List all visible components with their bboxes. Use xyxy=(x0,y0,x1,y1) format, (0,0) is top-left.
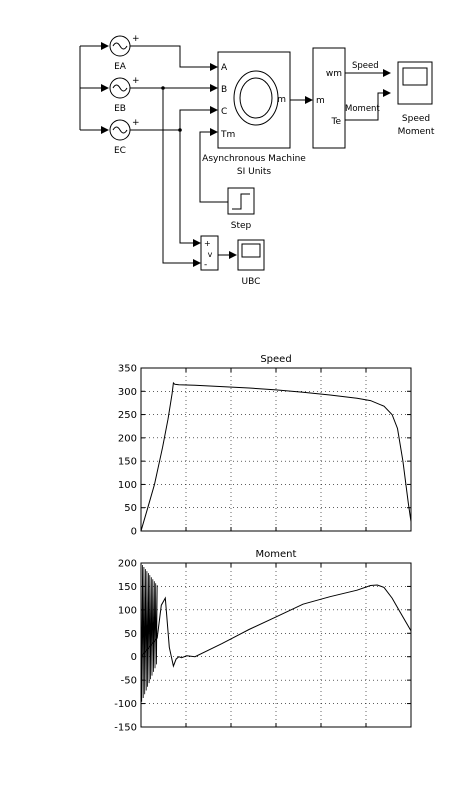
asynchronous-machine-block[interactable]: A B C Tm m xyxy=(217,51,291,149)
speed-y-tick-label: 250 xyxy=(118,410,137,421)
signal-speed-label: Speed xyxy=(352,61,379,71)
source-ec[interactable]: + EC xyxy=(80,118,140,156)
machine-measurement-demux[interactable]: m wm Te xyxy=(312,47,346,149)
demux-port-wm: wm xyxy=(326,69,342,79)
moment-axes: -150 -100 -50 0 50 100 150 200 Moment xyxy=(114,549,412,734)
scope-ubc[interactable]: UBC xyxy=(237,239,265,287)
machine-port-tm: Tm xyxy=(220,130,235,140)
scope-ubc-label: UBC xyxy=(242,277,261,287)
speed-y-tick-label: 350 xyxy=(118,364,137,375)
signal-moment-label: Moment xyxy=(345,104,380,114)
scope-speed-moment-line1: Speed xyxy=(402,114,430,124)
wire-step xyxy=(199,128,228,203)
scope-speed-moment[interactable]: Speed Moment xyxy=(397,61,435,137)
scope-speed-moment-line2: Moment xyxy=(398,127,435,137)
speed-series-line-0 xyxy=(140,381,412,532)
source-ea[interactable]: + EA xyxy=(80,34,140,72)
speed-y-tick-label: 50 xyxy=(124,503,137,514)
ac-source-icon xyxy=(112,84,128,92)
source-ea-sign: + xyxy=(132,34,140,44)
source-ec-label: EC xyxy=(114,146,126,156)
source-ea-label: EA xyxy=(114,62,127,72)
moment-y-tick-label: 0 xyxy=(131,652,137,663)
speed-y-tick-label: 100 xyxy=(118,480,137,491)
wire-c-voltmeter xyxy=(179,130,201,247)
speed-y-tick-label: 300 xyxy=(118,387,137,398)
scope-plots: 0 50 100 150 200 250 300 350 Speed -150 -100 -50 0 50… xyxy=(114,354,412,734)
voltage-measurement-block[interactable]: + v - xyxy=(200,235,219,271)
step-icon xyxy=(232,193,250,210)
machine-title-line1: Asynchronous Machine xyxy=(202,154,306,164)
speed-y-tick-label: 200 xyxy=(118,433,137,444)
machine-port-m: m xyxy=(277,95,286,105)
moment-y-tick-label: -100 xyxy=(114,699,137,710)
machine-title-line2: SI Units xyxy=(237,167,272,177)
demux-in-port: m xyxy=(316,96,325,106)
source-ec-sign: + xyxy=(132,118,140,128)
moment-y-tick-label: 150 xyxy=(118,582,137,593)
speed-axes: 0 50 100 150 200 250 300 350 Speed xyxy=(118,354,412,538)
moment-y-tick-label: 50 xyxy=(124,629,137,640)
moment-y-tick-label: -150 xyxy=(114,723,137,734)
speed-plot-area xyxy=(140,367,412,532)
demux-port-te: Te xyxy=(330,117,341,127)
speed-title: Speed xyxy=(260,354,291,365)
voltmeter-plus: + xyxy=(204,239,211,248)
step-label: Step xyxy=(231,221,252,231)
machine-port-c: C xyxy=(221,107,227,117)
ac-source-icon xyxy=(112,42,128,50)
voltmeter-minus: - xyxy=(204,260,207,270)
source-eb-sign: + xyxy=(132,76,140,86)
ac-source-icon xyxy=(112,126,128,134)
wire-moment xyxy=(345,89,391,121)
moment-y-tick-label: -50 xyxy=(121,676,137,687)
machine-port-a: A xyxy=(221,63,228,73)
scope-screen-icon xyxy=(241,243,261,258)
source-eb-label: EB xyxy=(114,104,126,114)
scope-screen-icon xyxy=(402,67,428,86)
moment-title: Moment xyxy=(256,549,297,560)
wire-ec xyxy=(130,106,218,131)
moment-series-line-0 xyxy=(140,584,412,668)
voltmeter-v: v xyxy=(208,250,213,259)
moment-y-tick-label: 100 xyxy=(118,605,137,616)
wire-b-voltmeter xyxy=(162,88,201,267)
moment-oscillation-trace xyxy=(140,562,158,702)
speed-y-tick-label: 150 xyxy=(118,457,137,468)
step-block[interactable]: Step xyxy=(227,187,255,231)
speed-y-tick-label: 0 xyxy=(131,527,137,538)
wire-ea xyxy=(130,45,218,71)
machine-port-b: B xyxy=(221,85,227,95)
moment-y-tick-label: 200 xyxy=(118,559,137,570)
source-eb[interactable]: + EB xyxy=(80,76,140,114)
